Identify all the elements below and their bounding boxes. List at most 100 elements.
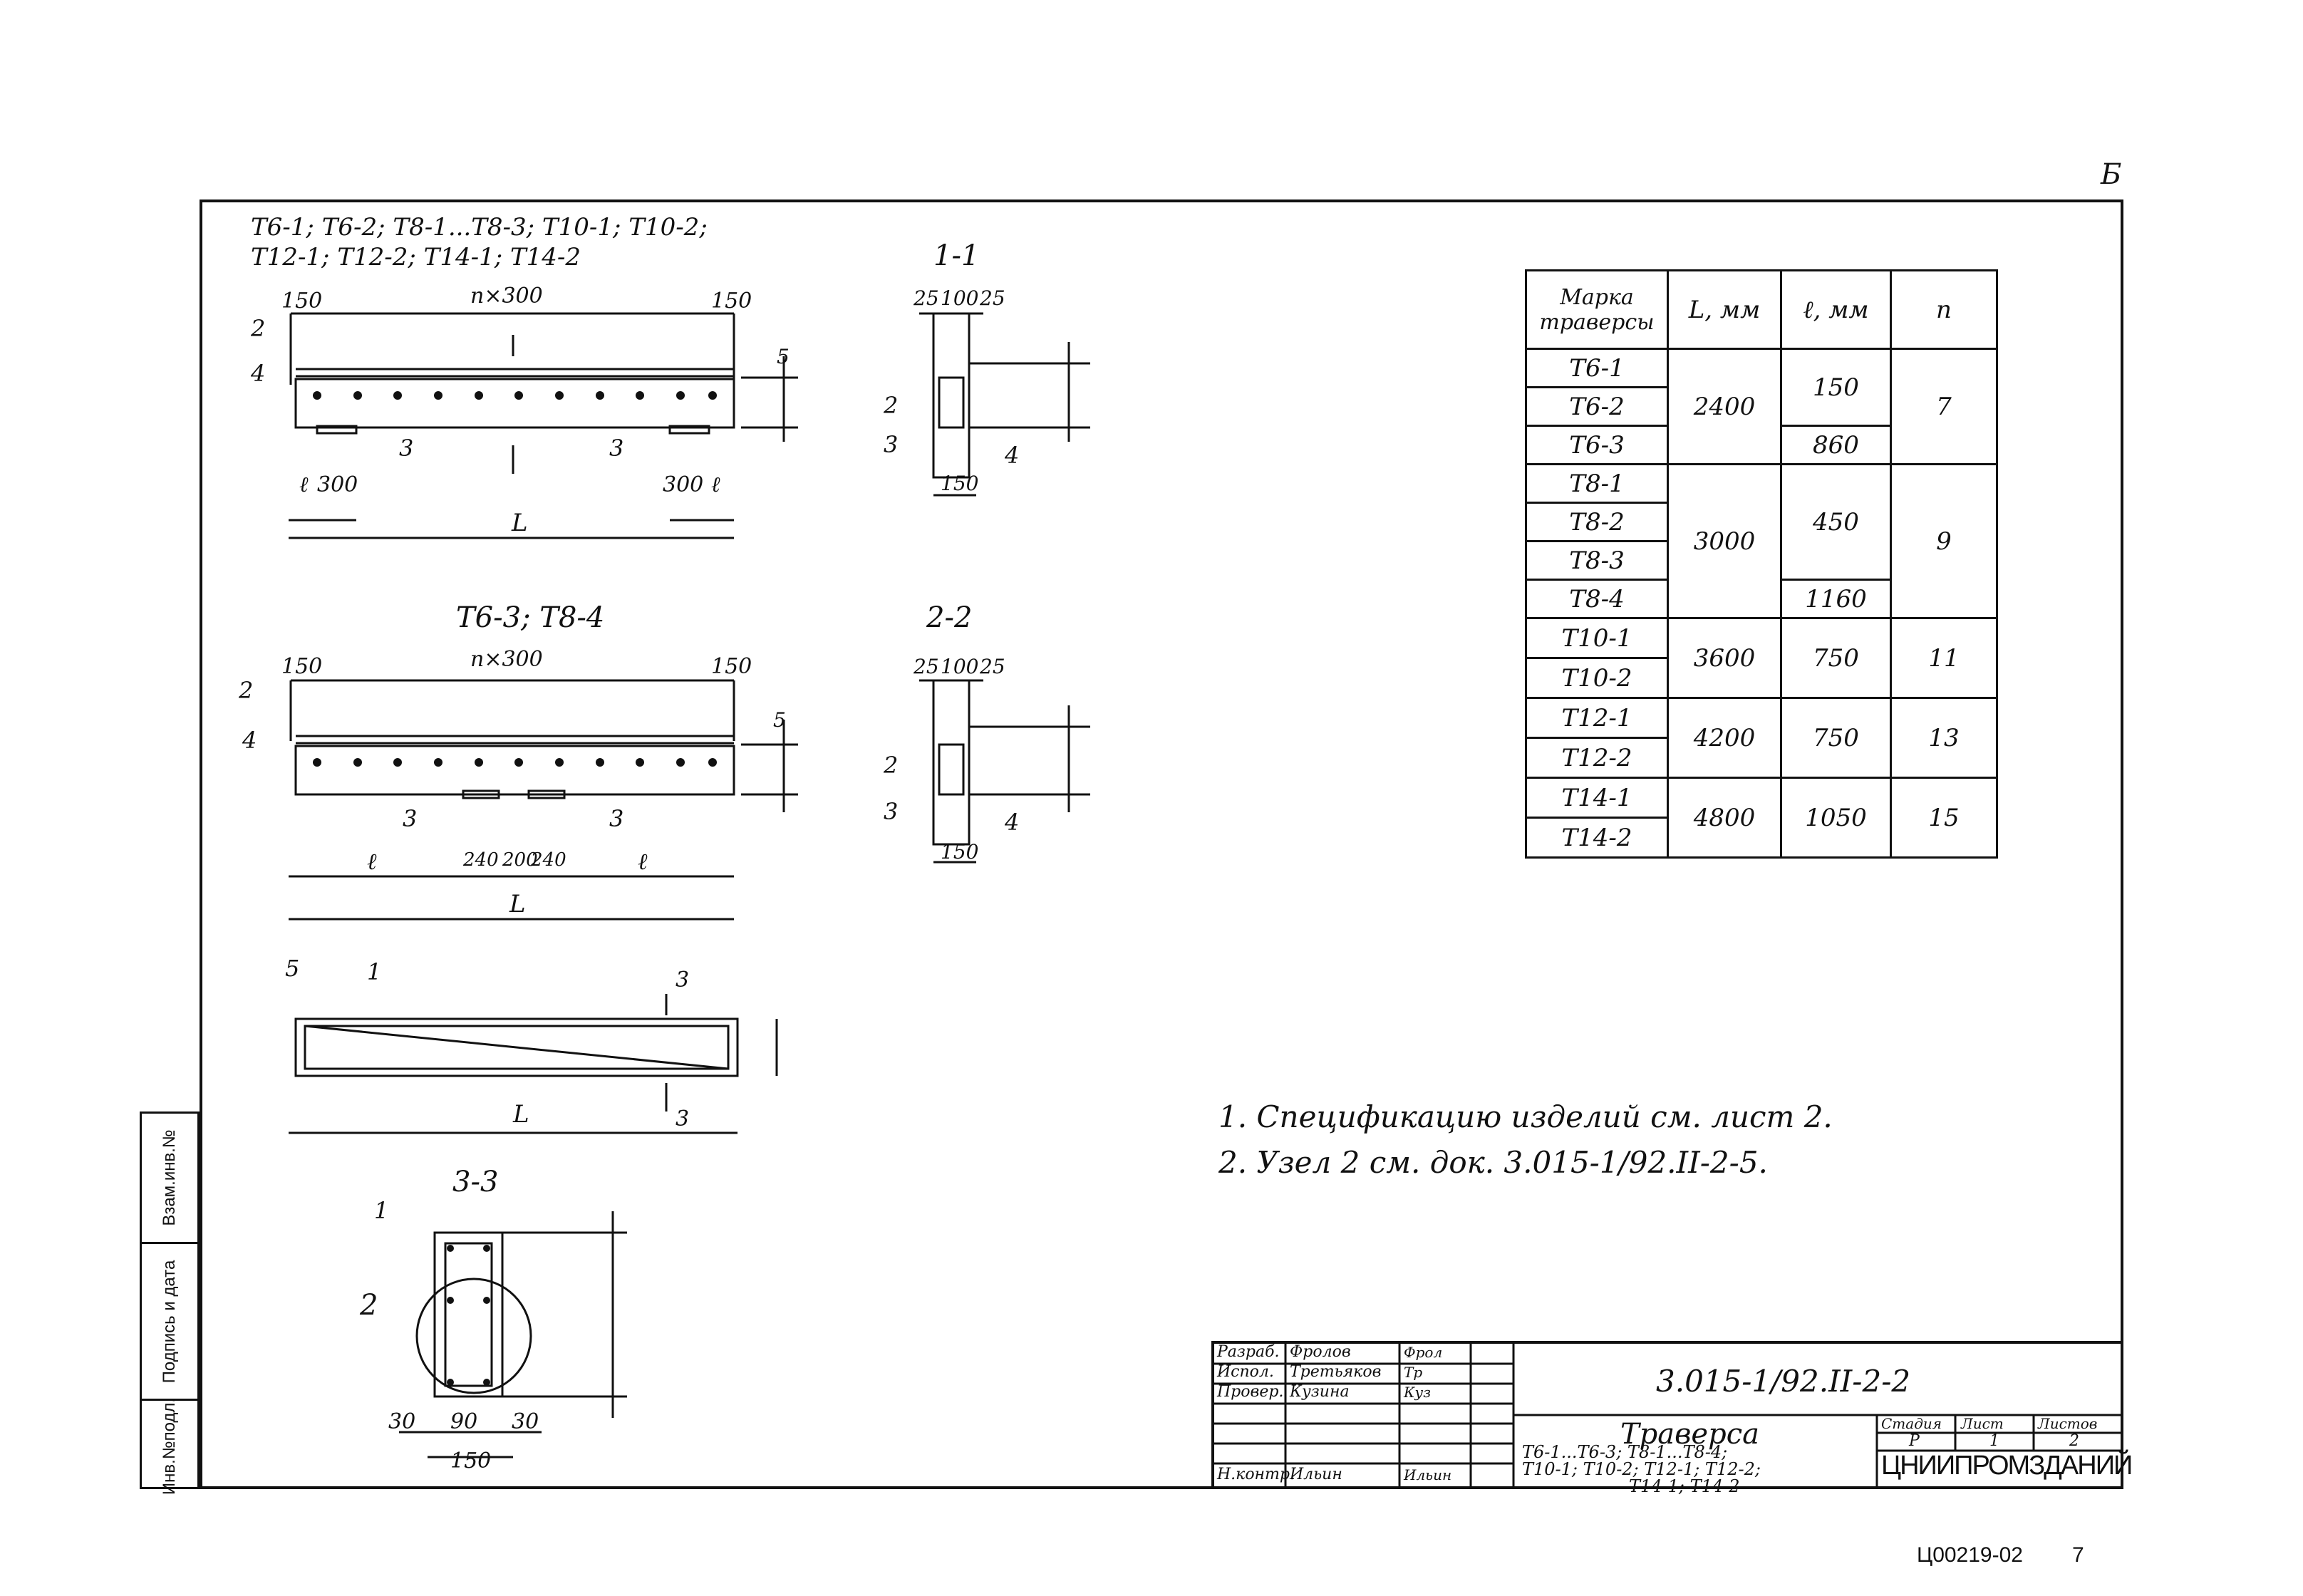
dim-90-3-3: 90 — [450, 1409, 477, 1434]
tb-stage: Р — [1909, 1432, 1920, 1450]
callout-2-view-2: 2 — [238, 677, 253, 704]
dim-nx300-1: n×300 — [470, 284, 543, 309]
section-label-3-3: 3-3 — [452, 1166, 498, 1198]
callout-3a-view-2: 3 — [403, 805, 417, 832]
rebar-dots-3-3 — [447, 1245, 490, 1386]
dim-240-right-2: 240 — [530, 849, 566, 871]
footer-code: Ц00219-02 — [1917, 1543, 2023, 1567]
tb-sheets-header: Листов — [2038, 1415, 2098, 1432]
spec-l: 1160 — [1780, 579, 1892, 619]
tb-sheet-header: Лист — [1961, 1415, 2004, 1432]
spec-header-L: L, мм — [1667, 269, 1782, 350]
spec-n: 9 — [1890, 463, 1998, 619]
spec-L: 4800 — [1667, 777, 1782, 859]
plan-view — [289, 994, 778, 1134]
tb-signature-2: Тр — [1404, 1364, 1423, 1381]
footer-page: 7 — [2072, 1543, 2084, 1567]
callout-4-2-2: 4 — [1004, 809, 1019, 836]
callout-3-2-2: 3 — [884, 798, 898, 825]
spec-table-row: Т14-2 — [1525, 817, 1997, 859]
spec-mark: Т10-1 — [1525, 617, 1669, 659]
spec-table-row: Т10-2 — [1525, 657, 1997, 699]
dim-l-left-2: ℓ — [367, 848, 377, 875]
callout-4-1-1: 4 — [1004, 442, 1019, 469]
spec-mark: Т8-2 — [1525, 502, 1669, 542]
tb-signature-3: Куз — [1404, 1384, 1431, 1401]
tb-name-2: Третьяков — [1290, 1363, 1382, 1381]
tb-subtitle: Т6-1...Т6-3; Т8-1...Т8-4; Т10-1; Т10-2; … — [1522, 1444, 1761, 1495]
dim-300-right-1: 300 — [663, 472, 703, 497]
spec-l: 150 — [1780, 348, 1892, 427]
spec-table-row: Т6-3 860 — [1525, 425, 1997, 465]
callout-3a-view-1: 3 — [399, 435, 413, 462]
tb-role-check: Провер. — [1217, 1383, 1284, 1401]
callout-1-plan: 1 — [367, 958, 381, 985]
dim-25-2-2: 25 — [913, 655, 939, 678]
callout-2-2-2: 2 — [883, 752, 898, 779]
spec-header-n: n — [1890, 269, 1998, 350]
dim-5-view-1: 5 — [777, 345, 790, 368]
dim-150-3-3: 150 — [450, 1449, 491, 1473]
spec-table-row: Т10-1 3600 750 11 — [1525, 617, 1998, 699]
section-label-2-2: 2-2 — [926, 601, 972, 634]
spec-table-row: Т12-2 — [1525, 737, 1997, 779]
dim-150-1-1: 150 — [941, 472, 978, 495]
tb-signature-1: Фрол — [1404, 1344, 1443, 1361]
dim-200-2: 200 — [502, 849, 538, 871]
title-block: Разраб. Испол. Провер. Н.контр. Фролов Т… — [1211, 1341, 2133, 1495]
section-mark-3-top: 3 — [676, 968, 689, 993]
spec-n: 15 — [1890, 777, 1998, 859]
spec-n: 11 — [1890, 617, 1998, 699]
spec-mark: Т8-3 — [1525, 540, 1669, 581]
dim-nx300-2: n×300 — [470, 647, 543, 672]
dim-L-1: L — [511, 509, 528, 537]
note-2: 2. Узел 2 см. док. 3.015-1/92.II-2-5. — [1218, 1145, 1768, 1180]
tb-org: ЦНИИПРОМЗДАНИЙ — [1881, 1451, 2133, 1481]
tb-doc-code: 3.015-1/92.II-2-2 — [1656, 1364, 1911, 1399]
elevation-view-1 — [289, 312, 798, 539]
spec-table-row: Т8-1 3000 450 9 — [1525, 463, 1998, 619]
tb-name-4: Ильин — [1290, 1466, 1342, 1483]
tb-title: Траверса — [1620, 1418, 1759, 1451]
tb-signature-4: Ильин — [1404, 1466, 1452, 1483]
section-2-2 — [919, 679, 1090, 864]
dim-150-right-1: 150 — [711, 289, 752, 314]
spec-L: 4200 — [1667, 697, 1782, 779]
callout-2-view-1: 2 — [250, 315, 265, 342]
spec-table-row: Т8-4 1160 — [1525, 579, 1997, 619]
view-label-2: Т6-3; Т8-4 — [456, 601, 604, 634]
tb-name-3: Кузина — [1290, 1383, 1350, 1401]
spec-header-mark: Марка траверсы — [1525, 269, 1669, 350]
callout-2-3-3: 2 — [359, 1289, 378, 1322]
dim-30-right-3-3: 30 — [512, 1409, 539, 1434]
dim-l-left-1: ℓ — [299, 472, 309, 497]
section-3-3 — [399, 1211, 627, 1458]
callout-3b-view-2: 3 — [609, 805, 623, 832]
dim-25b-2-2: 25 — [979, 655, 1005, 678]
elevation-view-2 — [289, 679, 798, 921]
dim-150-left-2: 150 — [281, 654, 322, 679]
tb-name-1: Фролов — [1290, 1343, 1351, 1361]
rebar-dots-view-2 — [313, 758, 717, 767]
spec-table-header-row: Марка траверсы L, мм ℓ, мм n — [1525, 269, 1998, 350]
spec-l: 1050 — [1780, 777, 1892, 859]
dim-5-view-2: 5 — [773, 708, 786, 732]
callout-3-1-1: 3 — [884, 431, 898, 458]
dim-150-left-1: 150 — [281, 289, 322, 314]
top-title-line-2: Т12-1; Т12-2; Т14-1; Т14-2 — [251, 243, 581, 271]
spec-mark: Т6-3 — [1525, 425, 1669, 465]
callout-2-1-1: 2 — [883, 392, 898, 419]
notes: 1. Спецификацию изделий см. лист 2. 2. У… — [1218, 1094, 1833, 1186]
top-title-line-1: Т6-1; Т6-2; Т8-1...Т8-3; Т10-1; Т10-2; — [251, 213, 708, 242]
tb-subtitle-line-1: Т6-1...Т6-3; Т8-1...Т8-4; — [1522, 1442, 1728, 1462]
callout-1-3-3: 1 — [374, 1197, 388, 1224]
tb-role-exec: Испол. — [1217, 1363, 1274, 1381]
side-stamp-cell-inv: Инв.№подл. — [142, 1397, 197, 1495]
dim-l-right-1: ℓ — [711, 472, 720, 497]
spec-l: 860 — [1780, 425, 1892, 465]
spec-L: 3600 — [1667, 617, 1782, 699]
dim-100-1-1: 100 — [941, 286, 978, 310]
dim-150-2-2: 150 — [941, 840, 978, 864]
dim-300-left-1: 300 — [317, 472, 358, 497]
tb-stage-header: Стадия — [1881, 1415, 1942, 1432]
